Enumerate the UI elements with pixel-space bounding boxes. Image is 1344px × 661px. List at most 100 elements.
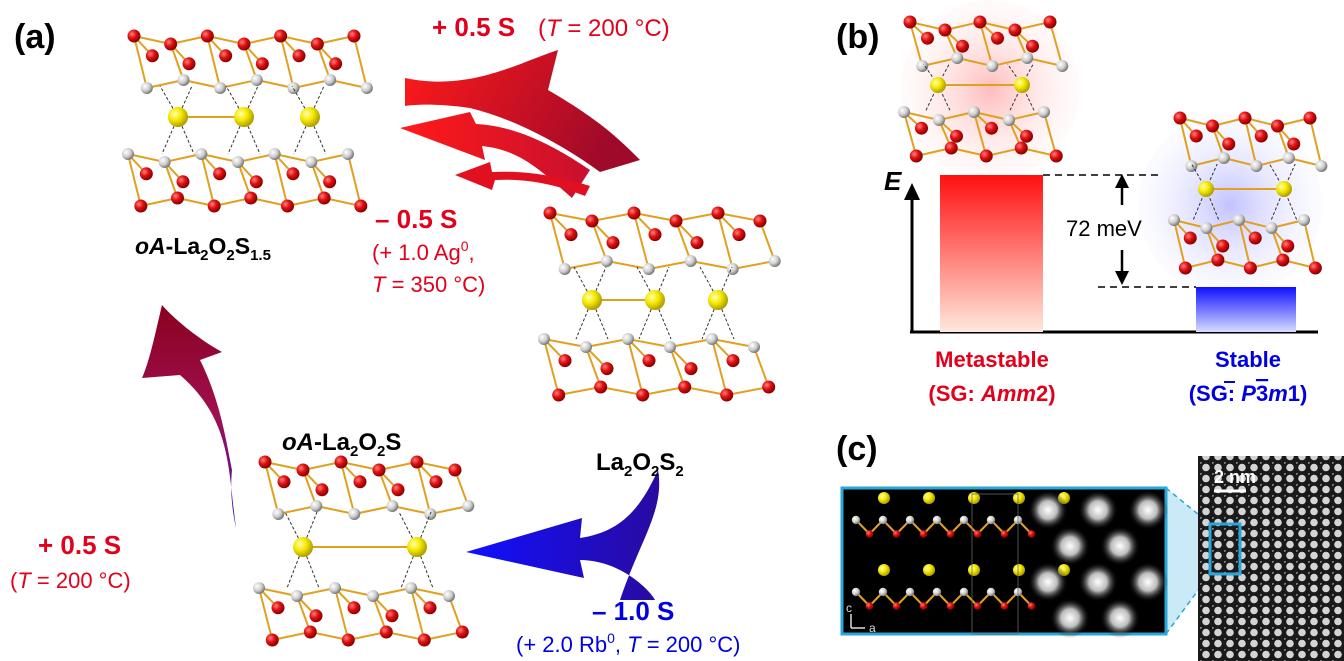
metastable-sg-pre: (SG: bbox=[928, 381, 981, 406]
lanthanum-atom bbox=[905, 587, 915, 597]
lanthanum-atom bbox=[951, 52, 964, 64]
lanthanum-atom bbox=[1003, 114, 1015, 126]
oxygen-atom bbox=[164, 37, 178, 51]
lanthanum-atom bbox=[1185, 160, 1198, 172]
oxygen-atom bbox=[182, 57, 196, 71]
oxygen-atom bbox=[1014, 141, 1028, 155]
lanthanum-atom bbox=[122, 148, 134, 160]
top-reaction-arrow bbox=[405, 50, 640, 172]
lanthanum-atom bbox=[878, 587, 888, 597]
oxygen-atom bbox=[600, 362, 614, 376]
oxygen-atom bbox=[417, 633, 431, 647]
panel-b-label: (b) bbox=[836, 18, 879, 56]
oxygen-atom bbox=[946, 530, 955, 538]
oxygen-atom bbox=[237, 37, 251, 51]
oxygen-atom bbox=[176, 175, 190, 189]
lanthanum-atom bbox=[1282, 152, 1295, 164]
oxygen-atom bbox=[973, 602, 982, 610]
lanthanum-atom bbox=[324, 74, 337, 86]
oxygen-atom bbox=[286, 167, 300, 181]
left-compound-sub3: 1.5 bbox=[250, 247, 271, 264]
middle-arrow-line3-rest: = 350 °C) bbox=[385, 272, 485, 297]
sulfur-atom bbox=[1276, 181, 1292, 197]
oxygen-atom bbox=[296, 463, 310, 477]
right-compound-sub3: 2 bbox=[675, 463, 683, 480]
simulated-atom-column bbox=[1128, 562, 1168, 602]
oxygen-atom bbox=[317, 191, 331, 205]
oxygen-atom bbox=[171, 191, 184, 205]
oxygen-atom bbox=[341, 633, 355, 647]
left-reaction-arrow bbox=[142, 305, 236, 528]
simulated-atom-column bbox=[1078, 562, 1118, 602]
left-arrow-cond-open: ( bbox=[10, 568, 18, 593]
sulfur-atom bbox=[168, 107, 188, 127]
sulfur-atom bbox=[923, 564, 935, 576]
oxygen-atom bbox=[134, 199, 148, 213]
gap-arrow-down-head bbox=[1115, 271, 1129, 285]
panel-c-label: (c) bbox=[836, 430, 878, 468]
left-compound-prefix: oA bbox=[135, 233, 166, 259]
lanthanum-atom bbox=[342, 148, 354, 160]
lanthanum-atom bbox=[851, 515, 861, 525]
oxygen-atom bbox=[690, 236, 704, 250]
oxygen-atom bbox=[919, 530, 928, 538]
sulfur-atom bbox=[293, 537, 313, 557]
right-compound-s: S bbox=[659, 449, 675, 476]
oxygen-atom bbox=[410, 455, 424, 469]
stem-zoom-region bbox=[1208, 522, 1242, 576]
svg-text:oA-La2O2S: oA-La2O2S bbox=[282, 429, 401, 460]
bottom-reaction-arrow bbox=[466, 470, 660, 600]
oxygen-atom bbox=[281, 199, 294, 213]
svg-text:+ 0.5 S: + 0.5 S bbox=[432, 12, 515, 42]
oxygen-atom bbox=[271, 601, 285, 615]
sulfur-atom bbox=[1198, 181, 1214, 197]
lanthanum-atom bbox=[291, 590, 303, 602]
sulfur-atom bbox=[1013, 564, 1025, 576]
oxygen-atom bbox=[684, 362, 698, 376]
stable-sg-it: P bbox=[1241, 381, 1256, 406]
oxygen-atom bbox=[865, 530, 874, 538]
lanthanum-atom bbox=[287, 82, 300, 94]
svg-text:T = 350 °C): T = 350 °C) bbox=[372, 272, 485, 297]
stable-label: Stable bbox=[1215, 347, 1281, 372]
oxygen-atom bbox=[648, 228, 662, 242]
lanthanum-atom bbox=[916, 60, 929, 72]
gap-arrow-up-head bbox=[1115, 174, 1129, 188]
lanthanum-atom bbox=[932, 515, 942, 525]
lanthanum-atom bbox=[664, 341, 676, 353]
oxygen-atom bbox=[207, 199, 221, 213]
oxygen-atom bbox=[938, 23, 952, 37]
stable-sg-bar: 3 bbox=[1256, 381, 1268, 406]
lanthanum-atom bbox=[748, 341, 760, 353]
bottom-arrow-cond-t: T bbox=[627, 632, 642, 657]
lanthanum-atom bbox=[1315, 160, 1328, 172]
simulated-atom-column bbox=[1028, 562, 1068, 602]
lanthanum-atom bbox=[214, 82, 227, 94]
lanthanum-atom bbox=[898, 106, 910, 118]
lanthanum-atom bbox=[968, 106, 980, 118]
metastable-sg-it: Amm bbox=[980, 381, 1036, 406]
oxygen-atom bbox=[310, 37, 324, 51]
svg-text:La2O2S2: La2O2S2 bbox=[596, 449, 684, 480]
lanthanum-atom bbox=[1298, 214, 1310, 226]
lanthanum-atom bbox=[1056, 60, 1069, 72]
lanthanum-atom bbox=[272, 508, 285, 520]
middle-arrow-line2-post: , bbox=[468, 240, 474, 265]
oxygen-atom bbox=[455, 625, 469, 639]
lanthanum-atom bbox=[726, 263, 739, 275]
bottom-compound-la: -La bbox=[314, 429, 351, 456]
middle-arrow-line2-sup: 0 bbox=[461, 238, 469, 254]
oxygen-atom bbox=[353, 475, 367, 489]
sulfur-atom bbox=[234, 107, 254, 127]
simulated-atom-column bbox=[1128, 490, 1168, 530]
top-arrow-cond-t: T bbox=[546, 15, 563, 42]
oxygen-atom bbox=[564, 228, 578, 242]
oxygen-atom bbox=[244, 191, 258, 205]
oxygen-atom bbox=[213, 167, 227, 181]
oxygen-atom bbox=[277, 475, 291, 489]
simulated-atom-column bbox=[1100, 598, 1140, 638]
oxygen-atom bbox=[385, 609, 399, 623]
axis-c-label: c bbox=[846, 601, 852, 615]
lanthanum-atom bbox=[268, 148, 281, 160]
lanthanum-atom bbox=[1021, 52, 1034, 64]
